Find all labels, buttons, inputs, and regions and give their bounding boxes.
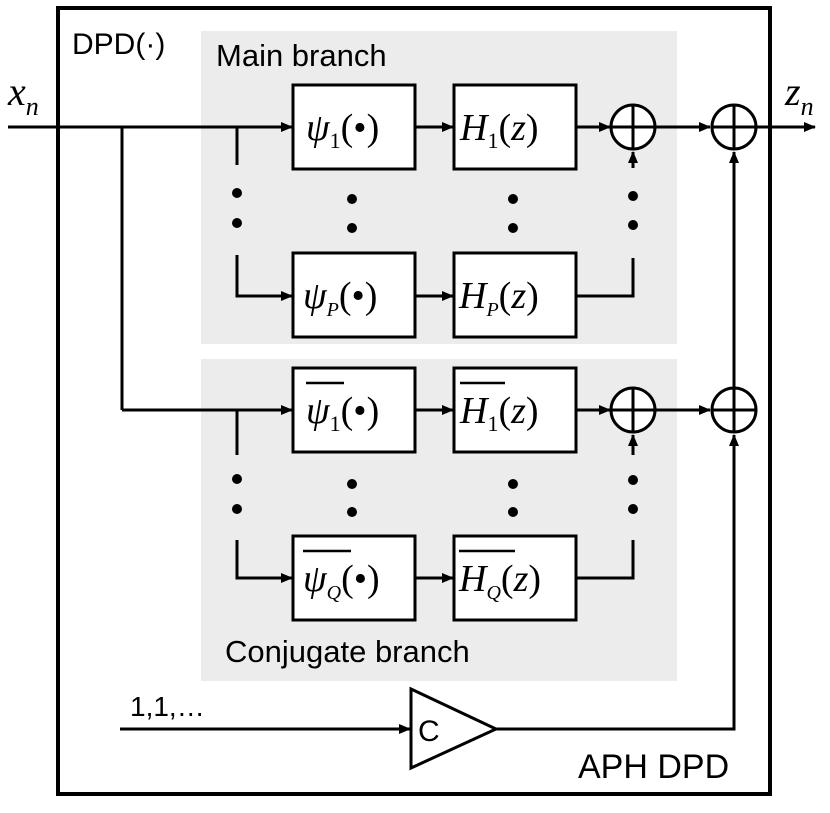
conj-sum-dot: [628, 504, 638, 514]
main-sum-dot: [628, 220, 638, 230]
svg-text:ψP(•): ψP(•): [303, 275, 377, 321]
conjugate-branch-panel: [201, 359, 677, 681]
dpd-frame: [56, 6, 772, 796]
conj-psi-ellipsis-dot: [347, 479, 357, 489]
main-fanout-dot: [232, 218, 242, 228]
conj-sum-dot: [628, 475, 638, 485]
main-fanout-bottom: [235, 255, 293, 301]
svg-text:HQ(z): HQ(z): [458, 558, 541, 604]
conj-h-ellipsis-dot: [508, 479, 518, 489]
conj-psi1-block: ψ1(•): [291, 366, 417, 454]
main-branch-panel: [201, 31, 677, 344]
main-summer: [609, 103, 657, 151]
conj-fanout-bottom: [235, 540, 293, 583]
svg-text:ψ1(•): ψ1(•): [306, 390, 379, 436]
ones-input-label: 1,1,…: [130, 691, 205, 722]
gain-to-mid-sum: [496, 434, 739, 731]
svg-text:HP(z): HP(z): [458, 275, 539, 321]
main-psip-block: ψP(•): [291, 251, 417, 339]
conj-hq-block: HQ(z): [452, 534, 578, 622]
dpd-label: DPD(·): [72, 28, 165, 61]
main-h-ellipsis-dot: [508, 223, 518, 233]
main-h1-block: H1(z): [452, 83, 578, 171]
svg-text:H1(z): H1(z): [459, 390, 539, 436]
main-hp-block: HP(z): [452, 251, 578, 339]
conj-hq-to-sum: [577, 540, 635, 580]
conj-fanout-dot: [232, 504, 242, 514]
conj-h1-block: H1(z): [452, 366, 578, 454]
conj-summer: [609, 386, 657, 434]
main-psi-ellipsis-dot: [347, 223, 357, 233]
output-signal-label: zn: [784, 69, 814, 121]
conj-psiq-block: ψQ(•): [291, 534, 417, 622]
main-psi1-block: ψ1(•): [291, 83, 417, 171]
conjugate-branch-label: Conjugate branch: [225, 634, 470, 669]
main-h-ellipsis-dot: [508, 194, 518, 204]
input-signal-label: xn: [7, 69, 39, 121]
conj-h-ellipsis-dot: [508, 507, 518, 517]
gain-label: C: [418, 715, 440, 748]
conj-fanout-dot: [232, 474, 242, 484]
svg-text:ψ1(•): ψ1(•): [306, 107, 379, 153]
output-summer: [710, 103, 758, 151]
gain-block: C: [409, 686, 500, 771]
main-psi-ellipsis-dot: [347, 194, 357, 204]
svg-text:H1(z): H1(z): [459, 107, 539, 153]
conj-psi-ellipsis-dot: [347, 507, 357, 517]
svg-text:ψQ(•): ψQ(•): [303, 558, 380, 604]
main-branch-label: Main branch: [216, 38, 387, 73]
main-hp-to-sum: [577, 258, 635, 298]
mid-summer: [710, 386, 758, 434]
aph-dpd-label: APH DPD: [578, 748, 729, 786]
main-fanout-dot: [232, 188, 242, 198]
main-sum-dot: [628, 191, 638, 201]
